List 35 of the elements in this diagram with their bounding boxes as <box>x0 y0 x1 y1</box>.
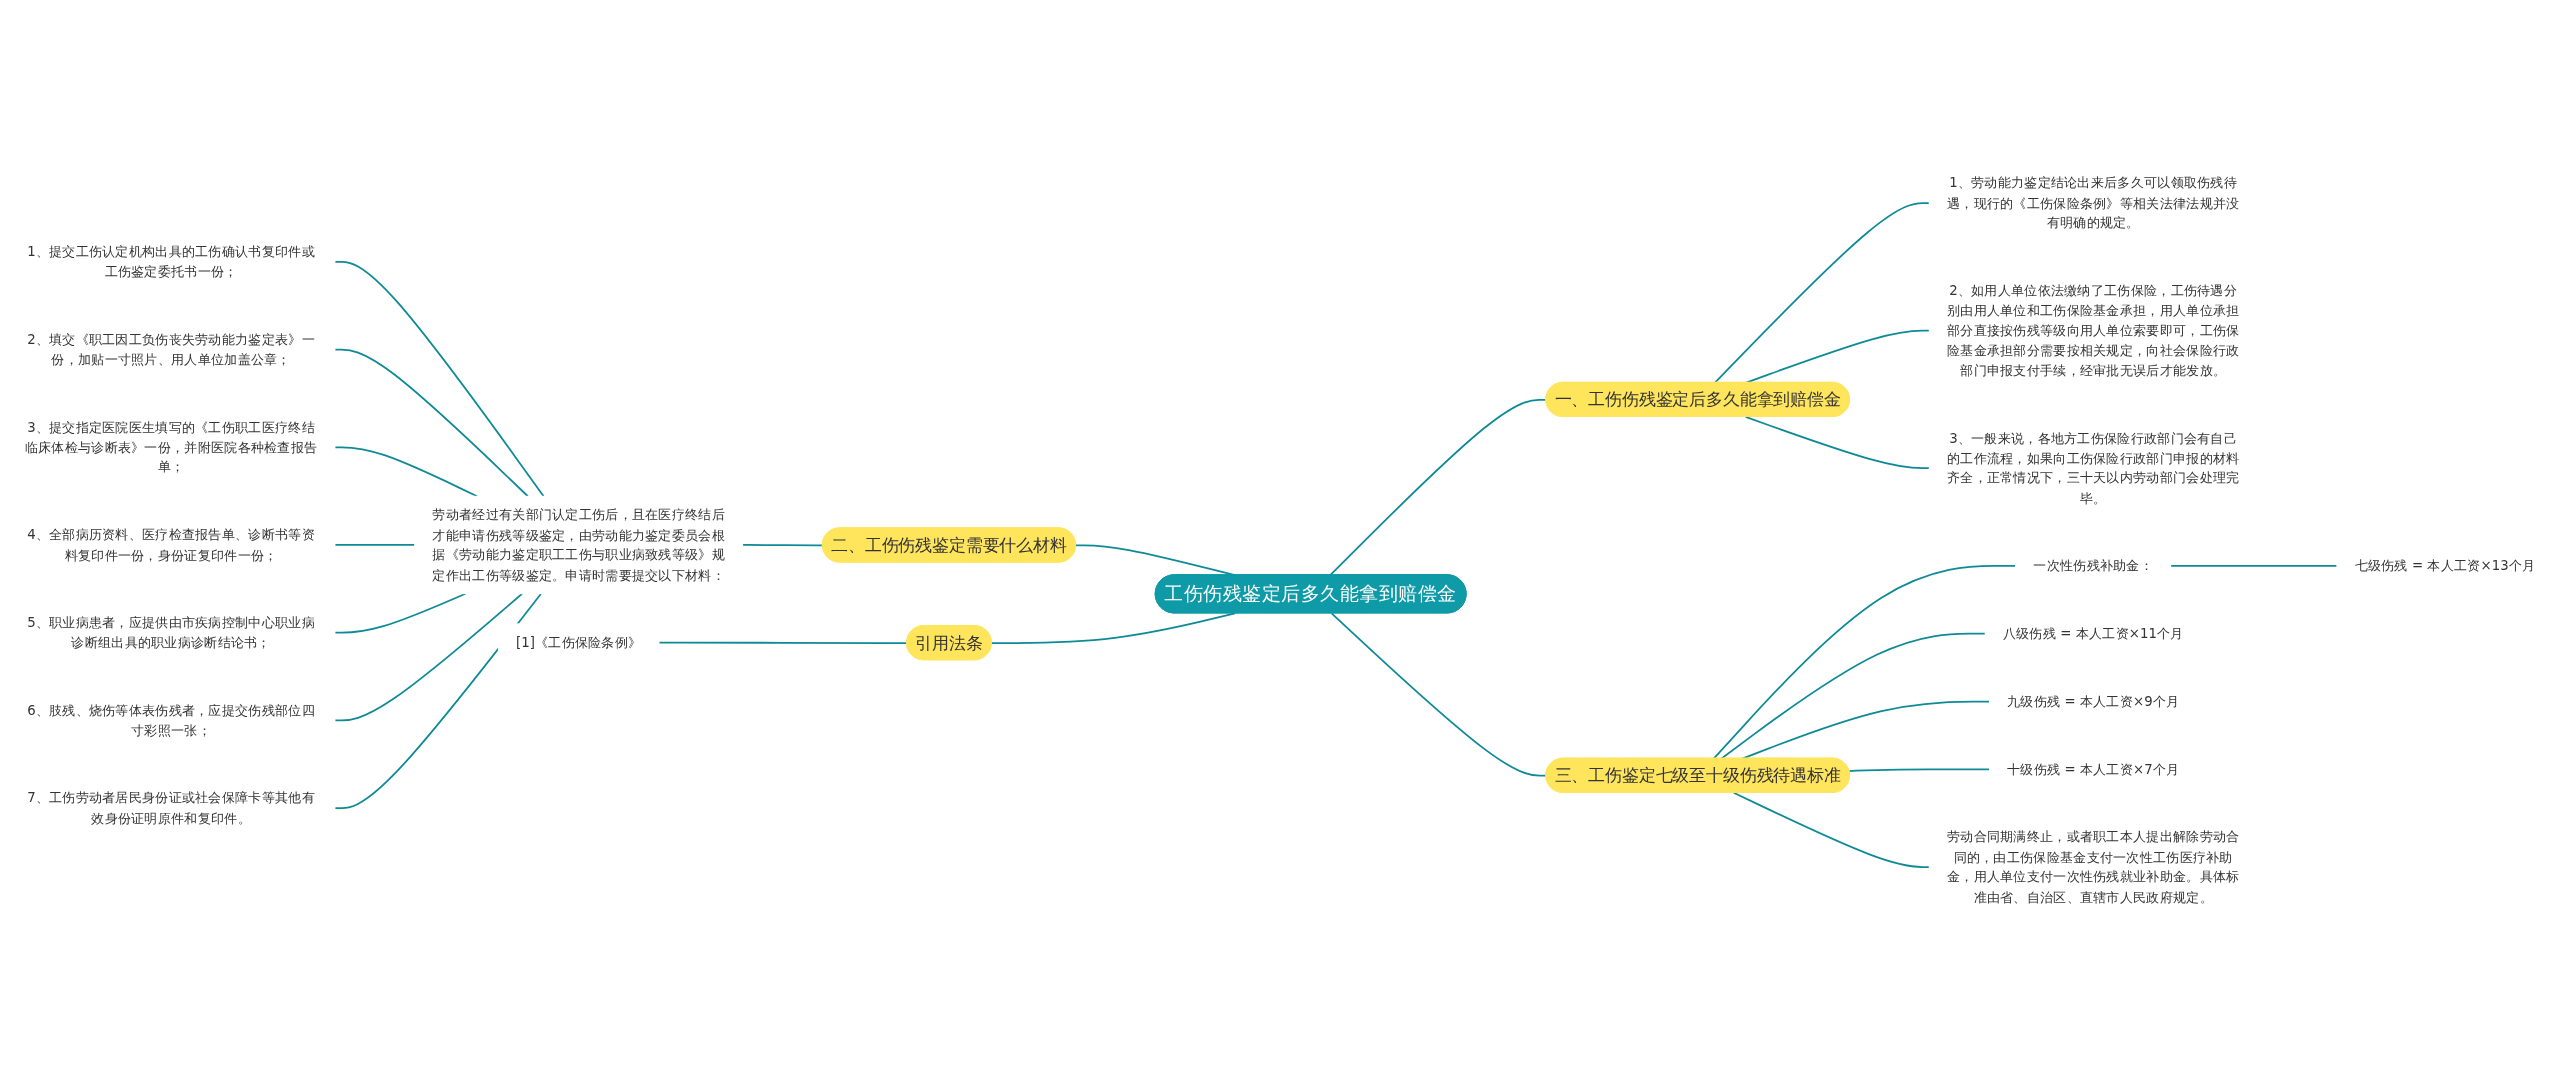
connector <box>1720 632 1987 760</box>
node-text: 6、肢残、烧伤等体表伤残者，应提交伤残部位四寸彩照一张； <box>27 702 315 739</box>
node-text: 7、工伤劳动者居民身份证或社会保障卡等其他有效身份证明原件和复印件。 <box>27 790 315 826</box>
node-text: 3、提交指定医院医生填写的《工伤职工医疗终结临床体检与诊断表》一份，并附医院各种检查报告单； <box>24 419 318 475</box>
connector <box>658 641 908 644</box>
connector <box>1732 791 1931 868</box>
connector <box>1848 768 1991 772</box>
node-text: 1、提交工伤认定机构出具的工伤确认书复印件或工伤鉴定委托书一份； <box>27 243 315 280</box>
node-text: 1、劳动能力鉴定结论出来后多久可以领取伤残待遇，现行的《工伤保险条例》等相关法律法规并没有明确的规定。 <box>1946 174 2240 231</box>
connector <box>990 612 1236 644</box>
connector <box>1712 565 2017 760</box>
connector <box>334 260 545 498</box>
connector <box>334 544 416 546</box>
connector <box>334 446 478 498</box>
node-text: 劳动者经过有关部门认定工伤后，且在医疗终结后才能申请伤残等级鉴定，由劳动能力鉴定委员会根据《劳动能力鉴定职工工伤与职业病致残等级》规定作出工伤等级鉴定。申请时需要提交以下材料： <box>432 506 725 583</box>
node-text: 3、一般来说，各地方工伤保险行政部门会有自己的工作流程，如果向工伤保险行政部门申报的材料齐全，正常情况下，三十天以内劳动部门会处理完毕。 <box>1946 430 2240 506</box>
node-text: 5、职业病患者，应提供由市疾病控制中心职业病诊断组出具的职业病诊断结论书； <box>27 614 315 651</box>
node-text: 一次性伤残补助金： <box>2033 557 2153 574</box>
connector <box>334 348 529 498</box>
connector <box>1744 416 1931 470</box>
node-text: 2、如用人单位依法缴纳了工伤保险，工伤待遇分别由用人单位和工伤保险基金承担，用人单位承担部分直接按伤残等级向用人单位索要即可，工伤保险基金承担部分需要按相关规定，向社会保险行政部门申报支付手续，经审批无误后才能发放。 <box>1946 282 2240 379</box>
connector <box>1713 202 1931 384</box>
node-text: 十级伤残 = 本人工资×7个月 <box>2007 761 2180 778</box>
connector <box>741 544 824 547</box>
node-text: 八级伤残 = 本人工资×11个月 <box>2002 625 2184 642</box>
node-text: 劳动合同期满终止，或者职工本人提出解除劳动合同的，由工伤保险基金支付一次性工伤医疗补助金，用人单位支付一次性伤残就业补助金。具体标准由省、自治区、直辖市人民政府规定。 <box>1946 828 2240 905</box>
node-text: 九级伤残 = 本人工资×9个月 <box>2007 693 2180 710</box>
connector <box>2169 565 2338 567</box>
node-text: 七级伤残 = 本人工资×13个月 <box>2354 557 2536 574</box>
connector <box>1741 700 1991 760</box>
node-text: 4、全部病历资料、医疗检查报告单、诊断书等资料复印件一份，身份证复印件一份； <box>27 526 315 563</box>
connector <box>334 592 542 810</box>
node-text: 2、填交《职工因工负伤丧失劳动能力鉴定表》一份，加贴一寸照片、用人单位加盖公章； <box>27 331 315 368</box>
connector <box>334 592 467 634</box>
connector <box>334 592 523 722</box>
